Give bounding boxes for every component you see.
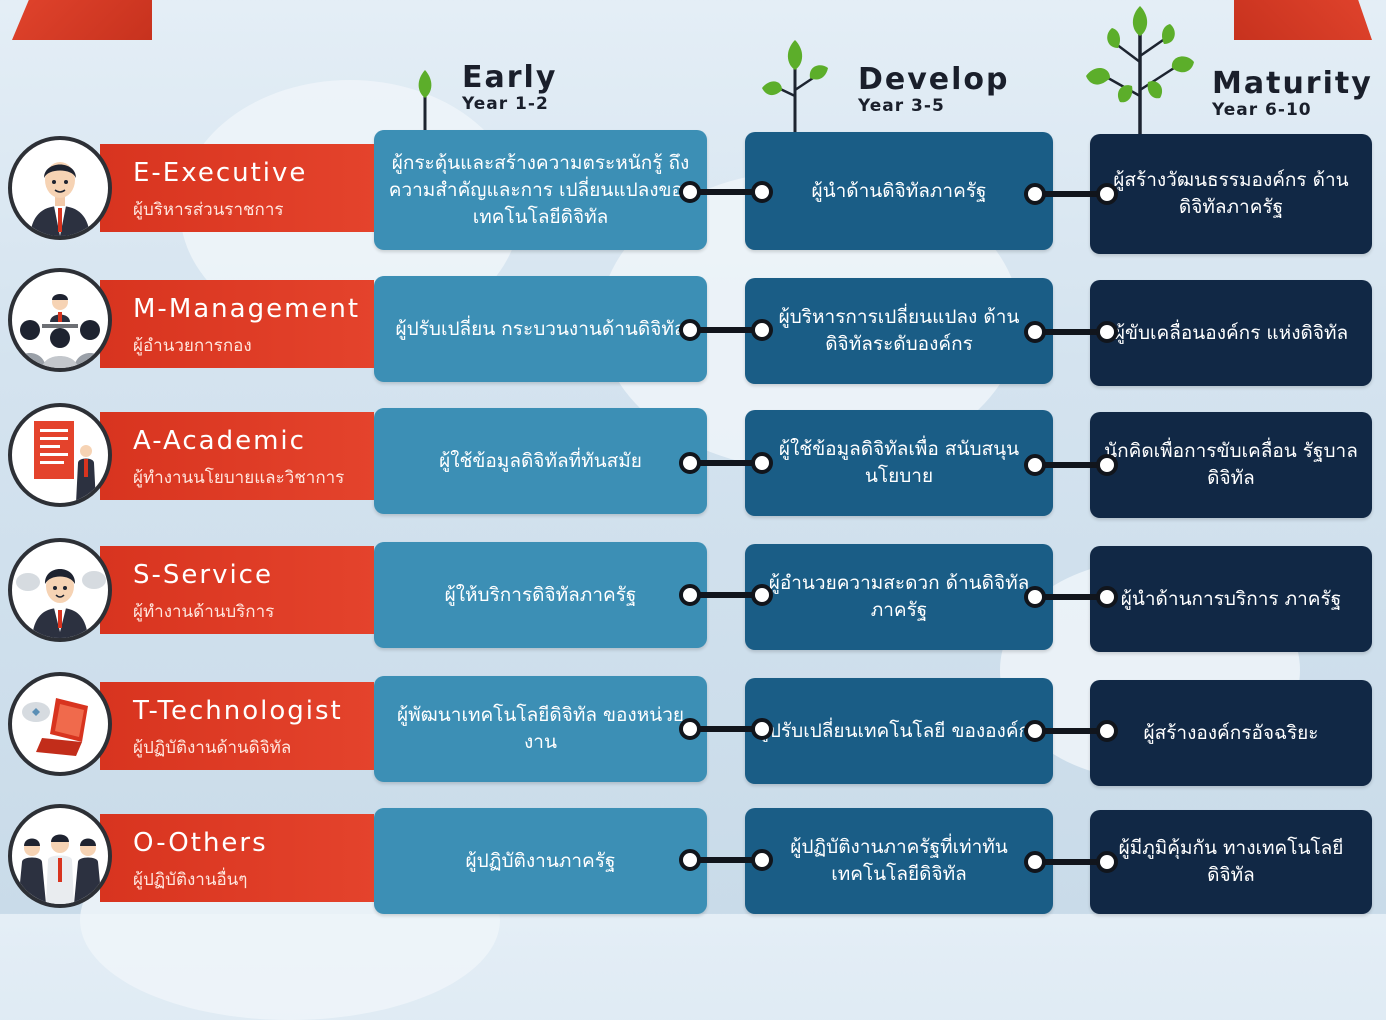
role-subtitle: ผู้อำนวยการกอง xyxy=(133,336,252,356)
develop-stage-card: ผู้ปรับเปลี่ยนเทคโนโลยี ขององค์กร xyxy=(745,678,1053,784)
connector-line xyxy=(1035,859,1107,865)
connector-line xyxy=(1035,462,1107,468)
develop-stage-card: ผู้ปฏิบัติงานภาครัฐที่เท่าทัน เทคโนโลยีด… xyxy=(745,808,1053,914)
connector-ring xyxy=(1024,183,1046,205)
stage-years: Year 3-5 xyxy=(858,96,945,116)
maturity-stage-card: ผู้นำด้านการบริการ ภาครัฐ xyxy=(1090,546,1372,652)
role-title: A-Academic xyxy=(133,426,306,456)
connector-line xyxy=(1035,191,1107,197)
develop-stage-card: ผู้อำนวยความสะดวก ด้านดิจิทัลภาครัฐ xyxy=(745,544,1053,650)
role-subtitle: ผู้บริหารส่วนราชการ xyxy=(133,200,284,220)
maturity-stage-card: ผู้มีภูมิคุ้มกัน ทางเทคโนโลยีดิจิทัล xyxy=(1090,810,1372,914)
early-stage-card: ผู้ปฏิบัติงานภาครัฐ xyxy=(374,808,707,914)
stage-title: Maturity xyxy=(1212,66,1373,101)
role-ribbon: M-Management ผู้อำนวยการกอง xyxy=(100,280,374,368)
connector-ring xyxy=(751,849,773,871)
role-ribbon: A-Academic ผู้ทำงานนโยบายและวิชาการ xyxy=(100,412,374,500)
stage-title: Early xyxy=(462,60,558,95)
connector-ring xyxy=(1096,720,1118,742)
connector-line xyxy=(690,592,762,598)
connector-ring xyxy=(1024,586,1046,608)
connector-line xyxy=(1035,594,1107,600)
role-title: O-Others xyxy=(133,828,268,858)
connector-line xyxy=(1035,329,1107,335)
avatar xyxy=(8,136,112,240)
avatar xyxy=(8,538,112,642)
connector-line xyxy=(1035,728,1107,734)
early-stage-card: ผู้ให้บริการดิจิทัลภาครัฐ xyxy=(374,542,707,648)
maturity-stage-card: ผู้ขับเคลื่อนองค์กร แห่งดิจิทัล xyxy=(1090,280,1372,386)
develop-stage-card: ผู้ใช้ข้อมูลดิจิทัลเพื่อ สนับสนุนนโยบาย xyxy=(745,410,1053,516)
connector-ring xyxy=(751,452,773,474)
connector-line xyxy=(690,327,762,333)
role-title: S-Service xyxy=(133,560,273,590)
connector-line xyxy=(690,857,762,863)
connector-ring xyxy=(751,181,773,203)
connector-ring xyxy=(751,319,773,341)
maturity-stage-card: นักคิดเพื่อการขับเคลื่อน รัฐบาลดิจิทัล xyxy=(1090,412,1372,518)
role-subtitle: ผู้ทำงานนโยบายและวิชาการ xyxy=(133,468,345,488)
meeting-group-icon xyxy=(14,294,106,368)
early-stage-card: ผู้พัฒนาเทคโนโลยีดิจิทัล ของหน่วยงาน xyxy=(374,676,707,782)
avatar xyxy=(8,268,112,372)
connector-ring xyxy=(751,718,773,740)
connector-ring xyxy=(679,718,701,740)
role-ribbon: E-Executive ผู้บริหารส่วนราชการ xyxy=(100,144,374,232)
develop-stage-card: ผู้บริหารการเปลี่ยนแปลง ด้านดิจิทัลระดับ… xyxy=(745,278,1053,384)
role-ribbon: T-Technologist ผู้ปฏิบัติงานด้านดิจิทัล xyxy=(100,682,374,770)
maturity-stage-card: ผู้สร้างองค์กรอัจฉริยะ xyxy=(1090,680,1372,786)
laptop-icon xyxy=(22,698,88,756)
develop-stage-card: ผู้นำด้านดิจิทัลภาครัฐ xyxy=(745,132,1053,250)
connector-ring xyxy=(679,849,701,871)
role-ribbon: O-Others ผู้ปฏิบัติงานอื่นๆ xyxy=(100,814,374,902)
connector-ring xyxy=(1024,851,1046,873)
connector-ring xyxy=(1024,454,1046,476)
connector-ring xyxy=(679,319,701,341)
role-ribbon: S-Service ผู้ทำงานด้านบริการ xyxy=(100,546,374,634)
role-title: E-Executive xyxy=(133,158,308,188)
stage-years: Year 1-2 xyxy=(462,94,549,114)
stage-years: Year 6-10 xyxy=(1212,100,1312,120)
connector-ring xyxy=(1096,321,1118,343)
early-stage-card: ผู้ปรับเปลี่ยน กระบวนงานด้านดิจิทัล xyxy=(374,276,707,382)
role-title: M-Management xyxy=(133,294,361,324)
sprout-icon xyxy=(418,70,432,130)
connector-ring xyxy=(1096,183,1118,205)
corner-banner-right xyxy=(1234,0,1372,40)
executive-person-icon xyxy=(30,162,90,236)
connector-ring xyxy=(1024,720,1046,742)
plant-icon xyxy=(762,40,828,132)
connector-ring xyxy=(1096,454,1118,476)
early-stage-card: ผู้กระตุ้นและสร้างความตระหนักรู้ ถึงความ… xyxy=(374,130,707,250)
role-subtitle: ผู้ปฏิบัติงานด้านดิจิทัล xyxy=(133,738,292,758)
connector-ring xyxy=(1024,321,1046,343)
connector-ring xyxy=(1096,586,1118,608)
maturity-stage-card: ผู้สร้างวัฒนธรรมองค์กร ด้านดิจิทัลภาครัฐ xyxy=(1090,134,1372,254)
connector-ring xyxy=(679,181,701,203)
corner-banner-left xyxy=(12,0,152,40)
role-subtitle: ผู้ปฏิบัติงานอื่นๆ xyxy=(133,870,248,890)
connector-ring xyxy=(1096,851,1118,873)
connector-ring xyxy=(679,584,701,606)
early-stage-card: ผู้ใช้ข้อมูลดิจิทัลที่ทันสมัย xyxy=(374,408,707,514)
stage-title: Develop xyxy=(858,62,1010,97)
avatar xyxy=(8,804,112,908)
role-subtitle: ผู้ทำงานด้านบริการ xyxy=(133,602,275,622)
connector-ring xyxy=(679,452,701,474)
document-presenter-icon xyxy=(34,421,96,503)
connector-line xyxy=(690,726,762,732)
service-staff-icon xyxy=(16,569,106,638)
tree-icon xyxy=(1086,6,1194,134)
connector-ring xyxy=(751,584,773,606)
avatar xyxy=(8,403,112,507)
connector-line xyxy=(690,460,762,466)
role-title: T-Technologist xyxy=(133,696,343,726)
connector-line xyxy=(690,189,762,195)
staff-group-icon xyxy=(18,834,102,904)
avatar xyxy=(8,672,112,776)
